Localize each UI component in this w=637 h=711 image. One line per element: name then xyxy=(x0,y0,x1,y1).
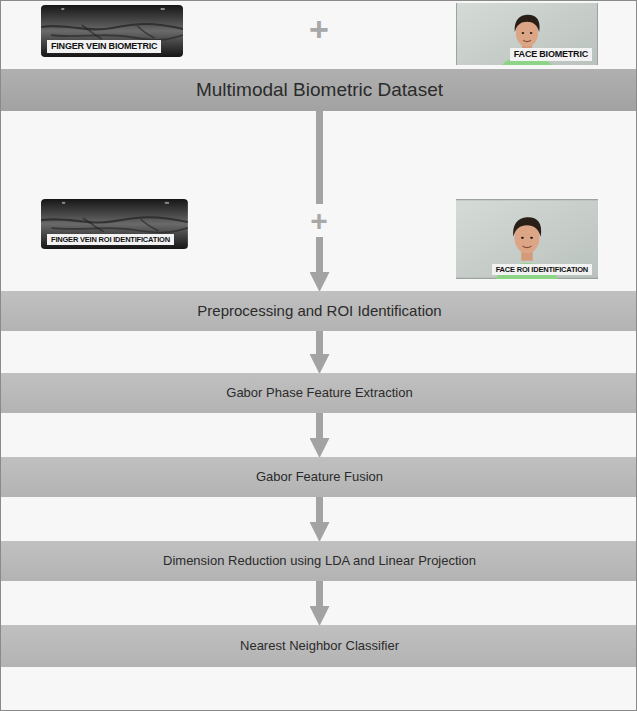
image-caption: FINGER VEIN BIOMETRIC xyxy=(47,40,161,53)
flow-arrow xyxy=(316,111,323,282)
flow-arrow xyxy=(316,331,323,364)
flow-arrow xyxy=(316,497,323,532)
step-label: Preprocessing and ROI Identification xyxy=(197,302,441,320)
image-caption: FACE ROI IDENTIFICATION xyxy=(492,264,592,275)
image-caption: FACE BIOMETRIC xyxy=(510,48,592,61)
biometric-image: FINGER VEIN BIOMETRIC xyxy=(41,5,183,57)
step-label: Nearest Neighbor Classifier xyxy=(240,638,399,654)
step-label: Multimodal Biometric Dataset xyxy=(196,79,443,102)
step-label: Gabor Phase Feature Extraction xyxy=(226,385,412,401)
biometric-image: FACE ROI IDENTIFICATION xyxy=(456,199,598,279)
process-band: Multimodal Biometric Dataset xyxy=(1,69,637,111)
flow-arrow xyxy=(316,581,323,616)
biometric-image: FACE BIOMETRIC xyxy=(456,3,598,65)
biometric-image: FINGER VEIN ROI IDENTIFICATION xyxy=(41,199,188,249)
step-label: Dimension Reduction using LDA and Linear… xyxy=(163,553,476,569)
process-band: Preprocessing and ROI Identification xyxy=(1,291,637,331)
step-label: Gabor Feature Fusion xyxy=(256,469,383,485)
plus-sign-holder: + xyxy=(306,12,332,46)
process-band: Dimension Reduction using LDA and Linear… xyxy=(1,541,637,581)
process-band: Nearest Neighbor Classifier xyxy=(1,625,637,667)
process-band: Gabor Feature Fusion xyxy=(1,457,637,497)
plus-sign: + xyxy=(307,204,331,237)
flow-arrow xyxy=(316,413,323,448)
image-caption: FINGER VEIN ROI IDENTIFICATION xyxy=(47,234,174,245)
plus-sign-holder: + xyxy=(307,206,331,236)
plus-sign: + xyxy=(306,10,332,48)
process-band: Gabor Phase Feature Extraction xyxy=(1,373,637,413)
